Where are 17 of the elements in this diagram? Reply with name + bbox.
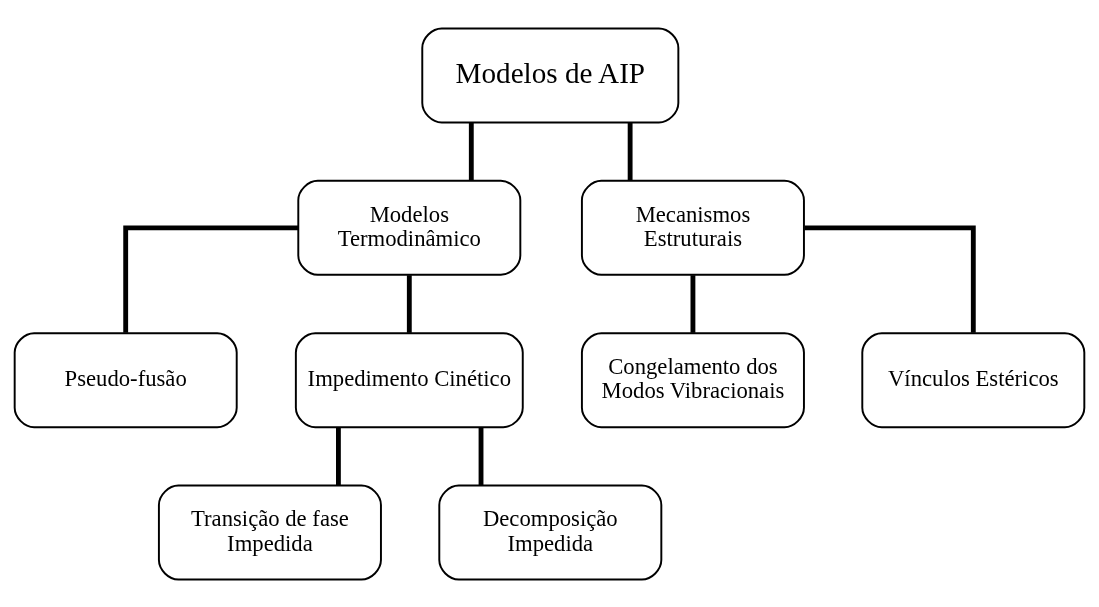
connector bbox=[690, 274, 696, 333]
node-box: Modelos Termodinâmico bbox=[297, 179, 522, 276]
connector bbox=[627, 122, 633, 180]
node-box: Modelos de AIP bbox=[421, 27, 680, 123]
connector bbox=[468, 122, 474, 180]
node-box: Decomposição Impedida bbox=[438, 484, 663, 580]
connector bbox=[406, 274, 412, 333]
node-box: Congelamento dos Modos Vibracionais bbox=[580, 331, 805, 428]
node-box: Mecanismos Estruturais bbox=[580, 179, 805, 276]
connector bbox=[336, 427, 341, 485]
node-box: Vínculos Estéricos bbox=[861, 331, 1086, 428]
node-box: Impedimento Cinético bbox=[294, 331, 524, 428]
node-box: Pseudo-fusão bbox=[13, 331, 238, 428]
node-box: Transição de fase Impedida bbox=[157, 484, 382, 580]
connector bbox=[123, 224, 299, 333]
connector bbox=[478, 427, 484, 485]
connector bbox=[804, 224, 976, 333]
